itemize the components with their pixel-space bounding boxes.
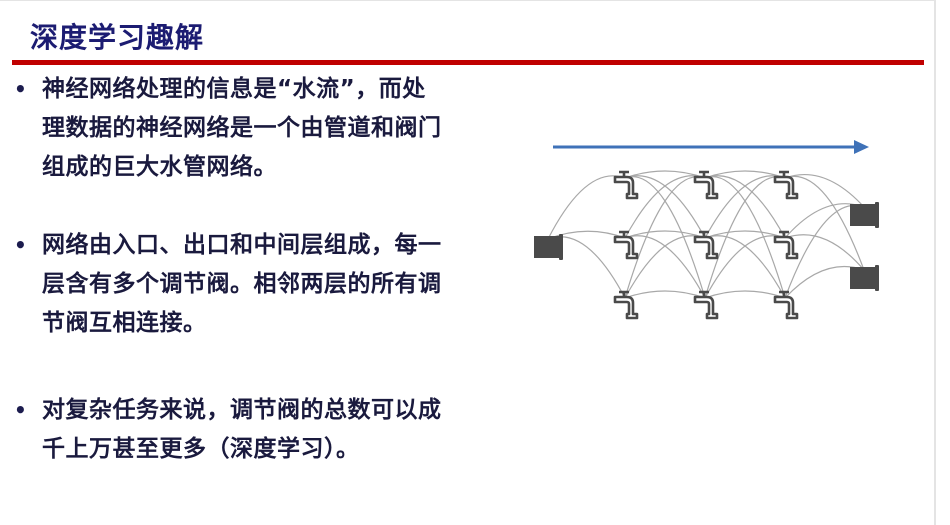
output-pipe-icon	[850, 267, 876, 289]
faucet-valve-icon	[693, 290, 719, 320]
faucet-valve-icon	[613, 170, 639, 200]
pipe-connection	[704, 235, 786, 299]
output-pipe-icon	[850, 204, 876, 226]
pipe-connection	[784, 234, 865, 271]
faucet-valve-icon	[773, 230, 799, 260]
output-pipe-icon-flange	[875, 202, 879, 228]
bullet-marker: •	[14, 398, 27, 422]
faucet-valve-icon	[773, 290, 799, 320]
bullet-marker: •	[14, 233, 27, 257]
bullet-item-3: • 对复杂任务来说，调节阀的总数可以成 千上万甚至更多（深度学习）。	[14, 391, 514, 469]
bullet-line: 千上万甚至更多（深度学习）。	[42, 436, 360, 462]
slide-border-right	[934, 0, 936, 525]
pipe-connection	[704, 230, 786, 239]
bullet-line: 理数据的神经网络是一个由管道和阀门	[42, 115, 442, 141]
pipe-connection	[624, 290, 706, 299]
bullet-line: 网络由入口、出口和中间层组成，每一	[42, 232, 442, 258]
pipe-connection	[784, 174, 865, 208]
flow-arrow-head	[854, 140, 869, 154]
pipe-connection	[704, 175, 786, 239]
faucet-valve-icon	[693, 230, 719, 260]
bullet-marker: •	[14, 77, 27, 101]
pipe-connection	[784, 175, 865, 271]
pipe-connection	[547, 175, 626, 240]
pipe-connection	[624, 230, 706, 239]
pipe-connection	[704, 175, 786, 239]
bullet-item-1: • 神经网络处理的信息是“水流”，而处 理数据的神经网络是一个由管道和阀门 组成…	[14, 70, 514, 187]
bullet-line: 节阀互相连接。	[42, 310, 207, 336]
faucet-valve-icon	[693, 170, 719, 200]
input-pipe-icon-flange	[559, 234, 563, 260]
bullet-item-2: • 网络由入口、出口和中间层组成，每一 层含有多个调节阀。相邻两层的所有调 节阀…	[14, 226, 514, 343]
pipe-connection	[624, 175, 706, 239]
faucet-valve-icon	[773, 170, 799, 200]
pipe-connection	[624, 235, 706, 299]
bullet-line: 层含有多个调节阀。相邻两层的所有调	[42, 271, 442, 297]
slide-title: 深度学习趣解	[30, 21, 205, 54]
output-pipe-icon-flange	[875, 265, 879, 291]
pipe-connection	[624, 235, 706, 299]
pipe-connection	[704, 290, 786, 299]
bullet-line: 组成的巨大水管网络。	[42, 154, 277, 180]
bullet-line: 对复杂任务来说，调节阀的总数可以成	[42, 397, 442, 423]
title-divider	[12, 60, 924, 65]
faucet-valve-icon	[613, 230, 639, 260]
bullet-line: 神经网络处理的信息是“水流”，而处	[42, 76, 426, 102]
pipe-connection	[704, 235, 786, 299]
slide-border-top	[0, 0, 936, 1]
pipe-connection	[624, 175, 706, 239]
faucet-valve-icon	[613, 290, 639, 320]
input-pipe-icon	[534, 236, 560, 258]
